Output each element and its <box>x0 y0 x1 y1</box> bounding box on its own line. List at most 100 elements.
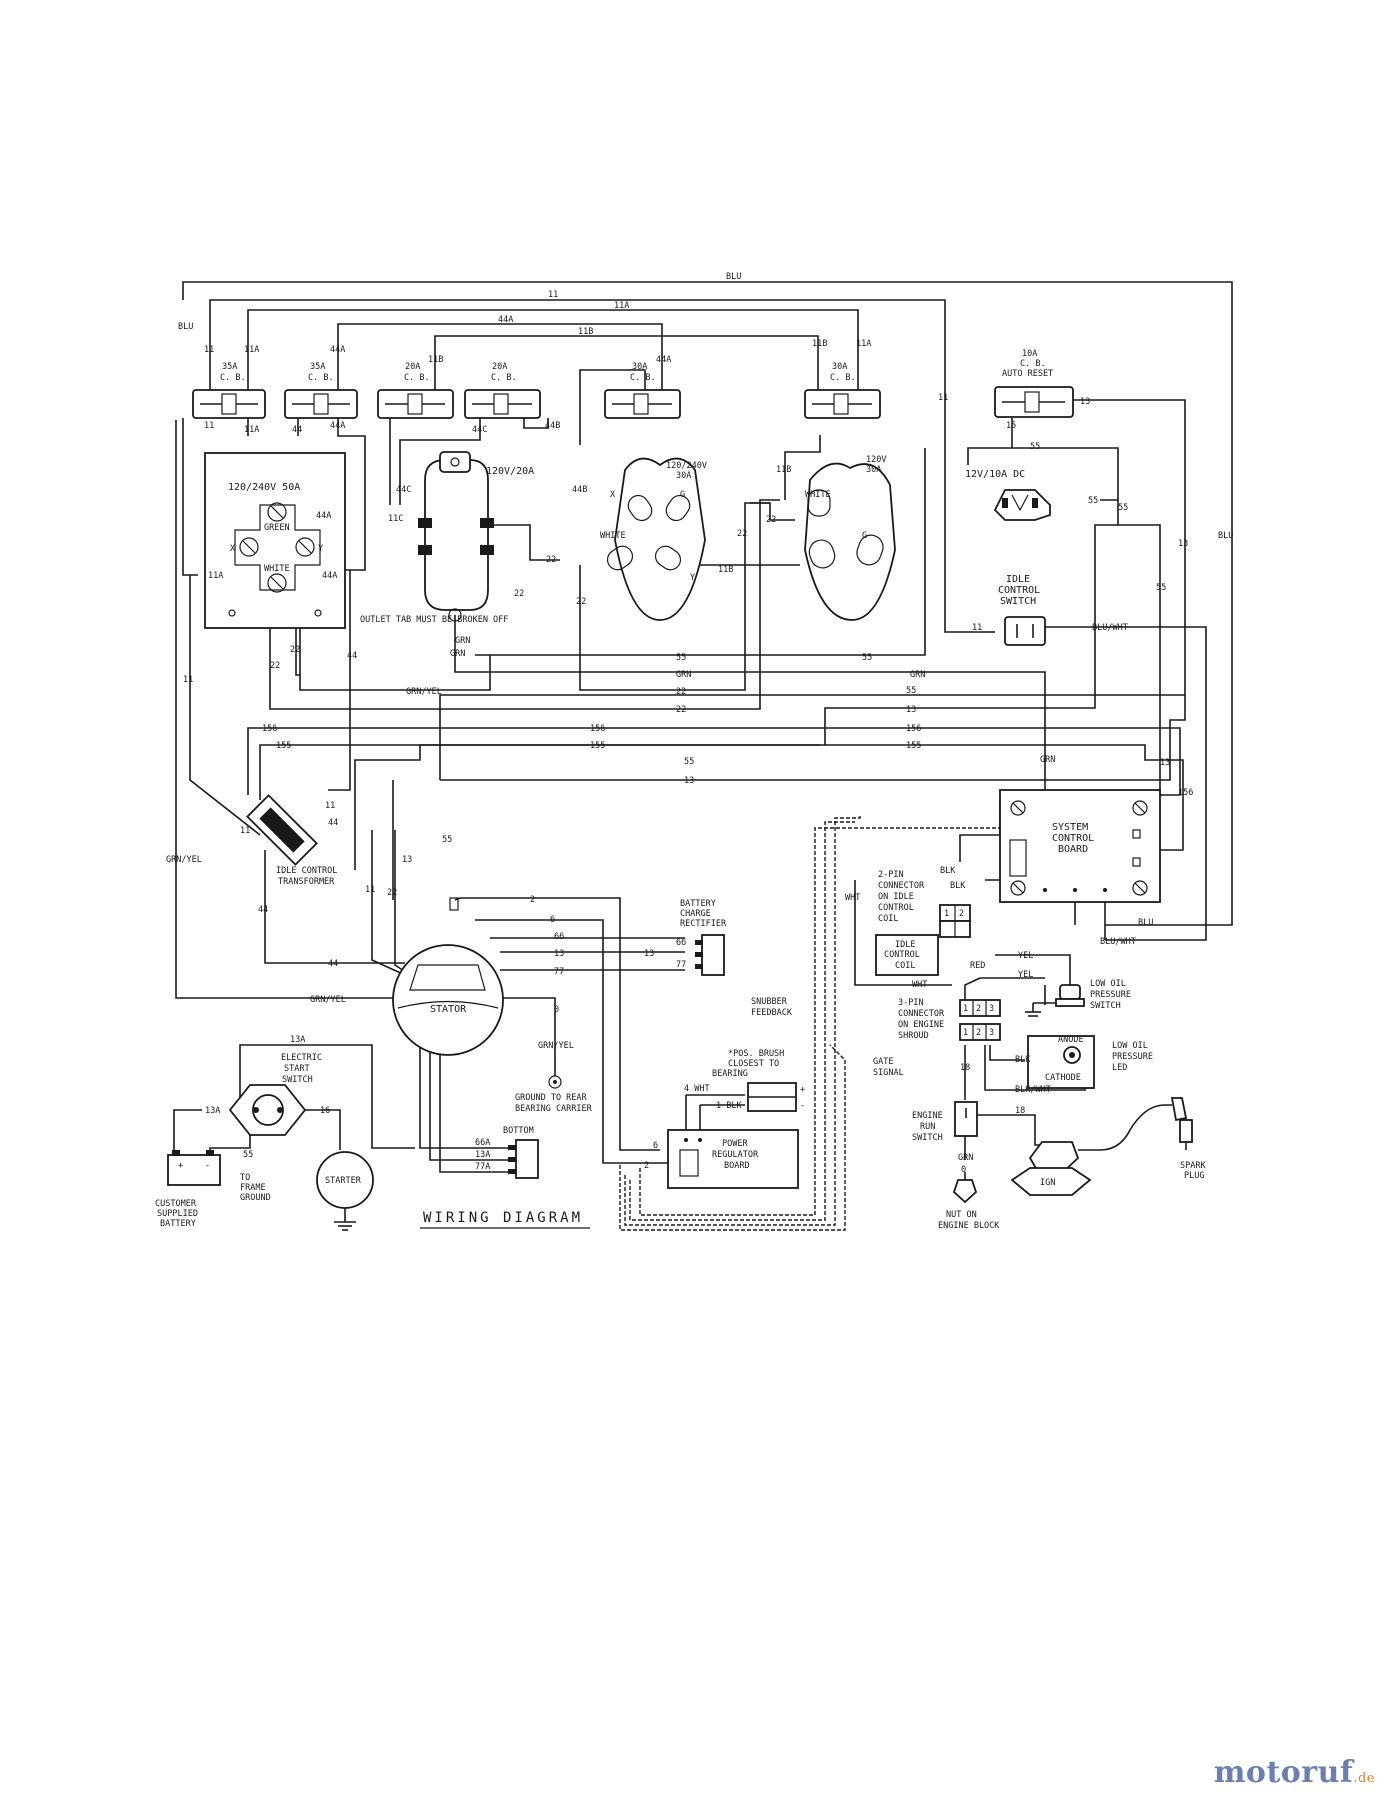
wire-label-11a-top: 11A <box>614 301 629 311</box>
circuit-breaker-30a-1: 30A C. B. <box>604 362 681 419</box>
pin2-l3: ON IDLE <box>878 892 914 902</box>
wire-label-grn-20a: GRN <box>450 649 465 659</box>
receptacle-120-240v-50a: 120/240V 50A GREEN X Y WHITE <box>204 452 346 629</box>
pin3b-2: 2 <box>976 1028 981 1038</box>
wire-label-13a-top: 13A <box>290 1035 305 1045</box>
ignition-coil: IGN SPARK PLUG <box>1010 1097 1206 1196</box>
oil-led-cathode: CATHODE <box>1045 1073 1081 1083</box>
wire-label-44a-cb2-bot: 44A <box>330 421 345 431</box>
wire-label-156-right: 156 <box>1178 788 1193 798</box>
system-control-board: SYSTEM CONTROL BOARD <box>999 789 1161 903</box>
brush-assembly: *POS. BRUSH CLOSEST TO BEARING + - <box>712 1049 805 1112</box>
wire-label-44b: 44B <box>572 485 587 495</box>
wire-label-18-b: 18 <box>1015 1106 1025 1116</box>
wire-label-22-50a: 22 <box>290 645 300 655</box>
nut-l1: NUT ON <box>946 1210 977 1220</box>
low-oil-pressure-led: ANODE CATHODE LOW OIL PRESSURE LED <box>1027 1035 1153 1089</box>
circuit-breaker-35a-2: 35A C. B. <box>284 362 358 419</box>
rectifier-l2: CHARGE <box>680 909 711 919</box>
cb1-rating: 35A <box>222 362 237 372</box>
cb6-type: C. B. <box>830 373 856 383</box>
cb6-rating: 30A <box>832 362 847 372</box>
rec30a240-term-y: Y <box>690 573 695 583</box>
wire-label-22-d: 22 <box>766 515 776 525</box>
wire-label-16: 16 <box>320 1106 330 1116</box>
pin2-l5: COIL <box>878 914 898 924</box>
wire-label-bluwht-scb: BLU/WHT <box>1100 937 1136 947</box>
wire-labels: BLU BLU 11 11A 44A 11B 11 11A 44A 11B 44… <box>166 272 1233 1175</box>
wire-label-13-mid: 13 <box>906 705 916 715</box>
rec30a240-label: 120/240V <box>666 461 707 471</box>
coil-l3: COIL <box>895 961 915 971</box>
wire-label-77: 77 <box>554 967 564 977</box>
wire-label-44a-top: 44A <box>498 315 513 325</box>
wire-label-13a-left: 13A <box>205 1106 220 1116</box>
circuit-breaker-30a-2: 30A C. B. <box>804 362 881 419</box>
start-switch-l1: ELECTRIC <box>281 1053 322 1063</box>
wire-label-11-stator: 11 <box>365 885 375 895</box>
scb-l3: BOARD <box>1058 844 1088 855</box>
receptacle-120v-20a: 120V/20A OUTLET TAB MUST BE BROKEN OFF <box>360 451 534 625</box>
circuit-breaker-10a-auto-reset: 10A C. B. AUTO RESET <box>994 349 1074 418</box>
cb5-type: C. B. <box>630 373 656 383</box>
gate-l2: SIGNAL <box>873 1068 904 1078</box>
wire-label-55-low: 55 <box>684 757 694 767</box>
battery-plus-sign: + <box>178 1161 183 1171</box>
rec30a240-term-x: X <box>610 490 616 500</box>
pin3-l3: ON ENGINE <box>898 1020 944 1030</box>
wire-label-44a-cb5: 44A <box>656 355 671 365</box>
idle-control-coil: IDLE CONTROL COIL <box>875 934 939 976</box>
rear-ground-l1: GROUND TO REAR <box>515 1093 588 1103</box>
circuit-breaker-20a-1: 20A C. B. <box>377 362 454 419</box>
wire-label-13a: 13A <box>475 1150 490 1160</box>
wire-label-11c: 11C <box>388 514 403 524</box>
pin2-num2: 2 <box>959 909 964 919</box>
wire-label-grnyel-left: GRN/YEL <box>166 855 202 865</box>
pin3b-3: 3 <box>989 1028 994 1038</box>
frame-ground-l2: FRAME <box>240 1183 266 1193</box>
wire-label-55-dc2: 55 <box>1118 503 1128 513</box>
rectifier-l3: RECTIFIER <box>680 919 727 929</box>
pin3a-3: 3 <box>989 1004 994 1014</box>
start-switch-l3: SWITCH <box>282 1075 313 1085</box>
run-switch-l3: SWITCH <box>912 1133 943 1143</box>
rec50-label: 120/240V 50A <box>228 482 300 493</box>
wire-label-6: 6 <box>550 915 555 925</box>
starter-motor: STARTER <box>316 1151 374 1231</box>
scb-l1: SYSTEM <box>1052 822 1088 833</box>
cb3-type: C. B. <box>404 373 430 383</box>
wire-label-77-rect: 77 <box>676 960 686 970</box>
wire-label-13-stator: 13 <box>402 855 412 865</box>
rec30a240-term-white: WHITE <box>600 531 626 541</box>
wire-label-11b-top: 11B <box>578 327 593 337</box>
wire-label-11b-mid: 11B <box>776 465 791 475</box>
oil-led-anode: ANODE <box>1058 1035 1084 1045</box>
cb7-note: AUTO RESET <box>1002 369 1053 379</box>
oil-switch-l3: SWITCH <box>1090 1001 1121 1011</box>
pin2-num1: 1 <box>944 909 949 919</box>
wire-label-44a-50a-2: 44A <box>322 571 337 581</box>
power-regulator-board: POWER REGULATOR BOARD <box>667 1129 799 1189</box>
wire-label-44c-top: 44C <box>472 425 487 435</box>
wire-label-11-left: 11 <box>183 675 193 685</box>
wire-label-yel-1: YEL <box>1018 951 1033 961</box>
diagram-title-group: WIRING DIAGRAM <box>420 1210 590 1229</box>
coil-l1: IDLE <box>895 940 915 950</box>
pin3-l1: 3-PIN <box>898 998 924 1008</box>
wire-label-grn-mid2: GRN <box>910 670 925 680</box>
receptacle-120v-30a: 120V 30A WHITE G <box>804 455 896 621</box>
prb-l3: BOARD <box>724 1161 750 1171</box>
wire-label-blkwht: BLK/WHT <box>1015 1085 1051 1095</box>
wire-label-22-left: 22 <box>270 661 280 671</box>
wire-label-0-run: 0 <box>961 1165 966 1175</box>
wire-label-55-dc: 55 <box>1088 496 1098 506</box>
receptacle-120-240v-30a: 120/240V 30A X G WHITE Y <box>600 457 707 621</box>
wire-label-11a-50a: 11A <box>208 571 223 581</box>
wire-label-44-low: 44 <box>258 905 268 915</box>
rec30a120-term-white: WHITE <box>805 490 831 500</box>
wire-label-grnyel-ground: GRN/YEL <box>538 1041 574 1051</box>
wire-label-44a-cb2: 44A <box>330 345 345 355</box>
pin3a-1: 1 <box>963 1004 968 1014</box>
two-pin-connector: 2-PIN CONNECTOR ON IDLE CONTROL COIL 1 2 <box>878 870 971 938</box>
wire-label-11b-cb3: 11B <box>428 355 443 365</box>
